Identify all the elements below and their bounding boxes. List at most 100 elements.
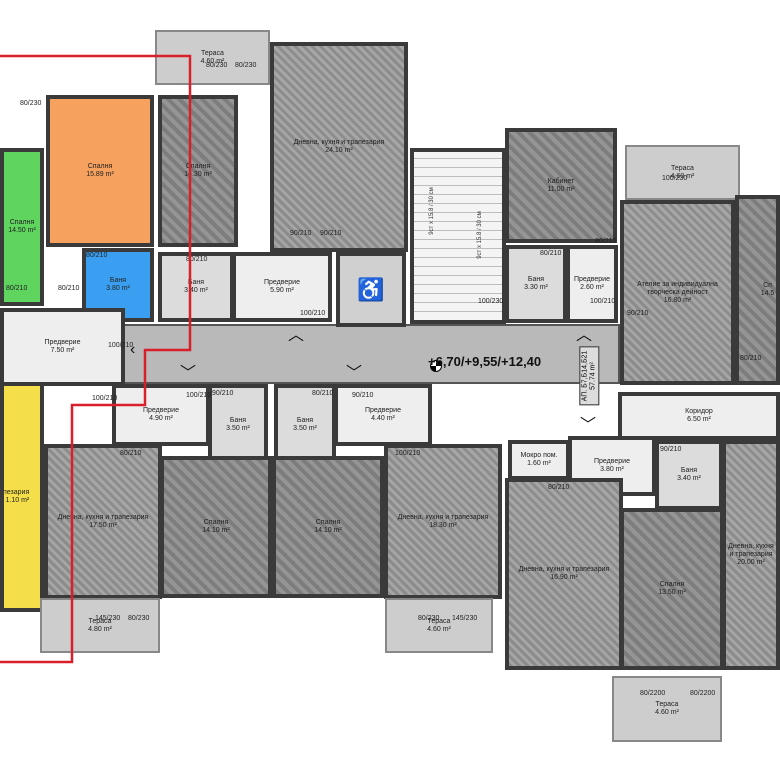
room-area: 4.60 m²: [655, 709, 679, 716]
room-area: 18.30 m²: [429, 521, 457, 529]
room-area: 14.10 m²: [314, 527, 342, 534]
door-dimension: 80/210: [6, 285, 28, 292]
room-name: Тераса: [671, 164, 694, 172]
room-area: 4.40 m²: [371, 415, 395, 422]
door-dimension: 145/230: [452, 615, 478, 622]
entrance-arrow-icon: ︿: [288, 327, 305, 344]
door-dimension: 100/210: [300, 310, 326, 317]
door-dimension: 80/210: [595, 238, 617, 245]
door-dimension: 80/2200: [640, 690, 666, 697]
room-area: 3.30 m²: [524, 284, 548, 291]
door-dimension: 80/210: [86, 252, 108, 259]
door-dimension: 90/210: [627, 310, 649, 317]
level-marker-icon: [430, 360, 442, 372]
room-name: Предверие: [574, 276, 610, 283]
room-name: Дневна, кухня и трапезария: [728, 543, 774, 558]
door-dimension: 80/230: [128, 615, 150, 622]
room-area: 20.00 m²: [737, 559, 765, 566]
door-dimension: 80/230: [20, 100, 42, 107]
room-name: Баня: [680, 467, 698, 474]
room-area: 14.30 m²: [184, 171, 212, 178]
room-area: 13.50 m²: [658, 589, 686, 596]
room-area: 4.60 m²: [200, 57, 225, 65]
door-dimension: 100/210: [186, 392, 212, 399]
room-name: Спалня: [185, 163, 211, 170]
room-name: Баня: [187, 279, 205, 286]
room-area: 3.50 m²: [226, 425, 250, 432]
room-name: Тераса: [427, 617, 451, 625]
room-name: Баня: [527, 276, 545, 283]
room-name: Тераса: [655, 701, 679, 708]
door-dimension: 80/210: [740, 355, 762, 362]
room-name: Коридор: [685, 408, 713, 415]
door-dimension: 80/210: [548, 484, 570, 491]
door-dimension: 90/210: [212, 390, 234, 397]
door-dimension: 100/210: [395, 450, 421, 457]
room-name: Ателие за индивидуална творческа дейност: [637, 280, 718, 296]
room-name: Спалня: [9, 219, 35, 226]
room-name: Предверие: [594, 458, 630, 465]
room-name: Мокро пом.: [520, 452, 558, 459]
entrance-arrow-icon: ﹀: [346, 365, 363, 382]
room-area: 3.80 m²: [600, 466, 624, 473]
room-label: Мокро пом.1.60 m²: [520, 452, 557, 468]
room-area: 14.10 m²: [202, 527, 230, 534]
room-name: Тераса: [201, 49, 224, 57]
entrance-arrow-icon: ﹀: [180, 365, 197, 382]
door-dimension: 80/230: [235, 62, 257, 69]
room-area: 24.10 m²: [325, 147, 353, 154]
door-dimension: 100/230: [662, 175, 688, 182]
room-area: 17.50 m²: [89, 521, 117, 529]
room-name: Спалня: [659, 581, 685, 588]
room-area: 1.10 m²: [5, 497, 30, 504]
room-name: Дневна, кухня и трапезария: [518, 566, 610, 573]
room-area: 4.80 m²: [88, 625, 112, 633]
room-name: Дневна, кухня и трапезария: [397, 513, 489, 521]
door-dimension: 100/210: [92, 395, 118, 402]
room-area: 4.60 m²: [670, 172, 695, 180]
door-dimension: 80/210: [312, 390, 334, 397]
door-dimension: 100/210: [590, 298, 616, 305]
door-dimension: 90/210: [352, 392, 374, 399]
door-dimension: 100/210: [108, 342, 134, 349]
door-dimension: 145/230: [95, 615, 121, 622]
room-area: 2.60 m²: [580, 284, 604, 291]
door-dimension: 90/210: [320, 230, 342, 237]
room-name: Дневна, кухня и трапезария: [293, 139, 385, 146]
